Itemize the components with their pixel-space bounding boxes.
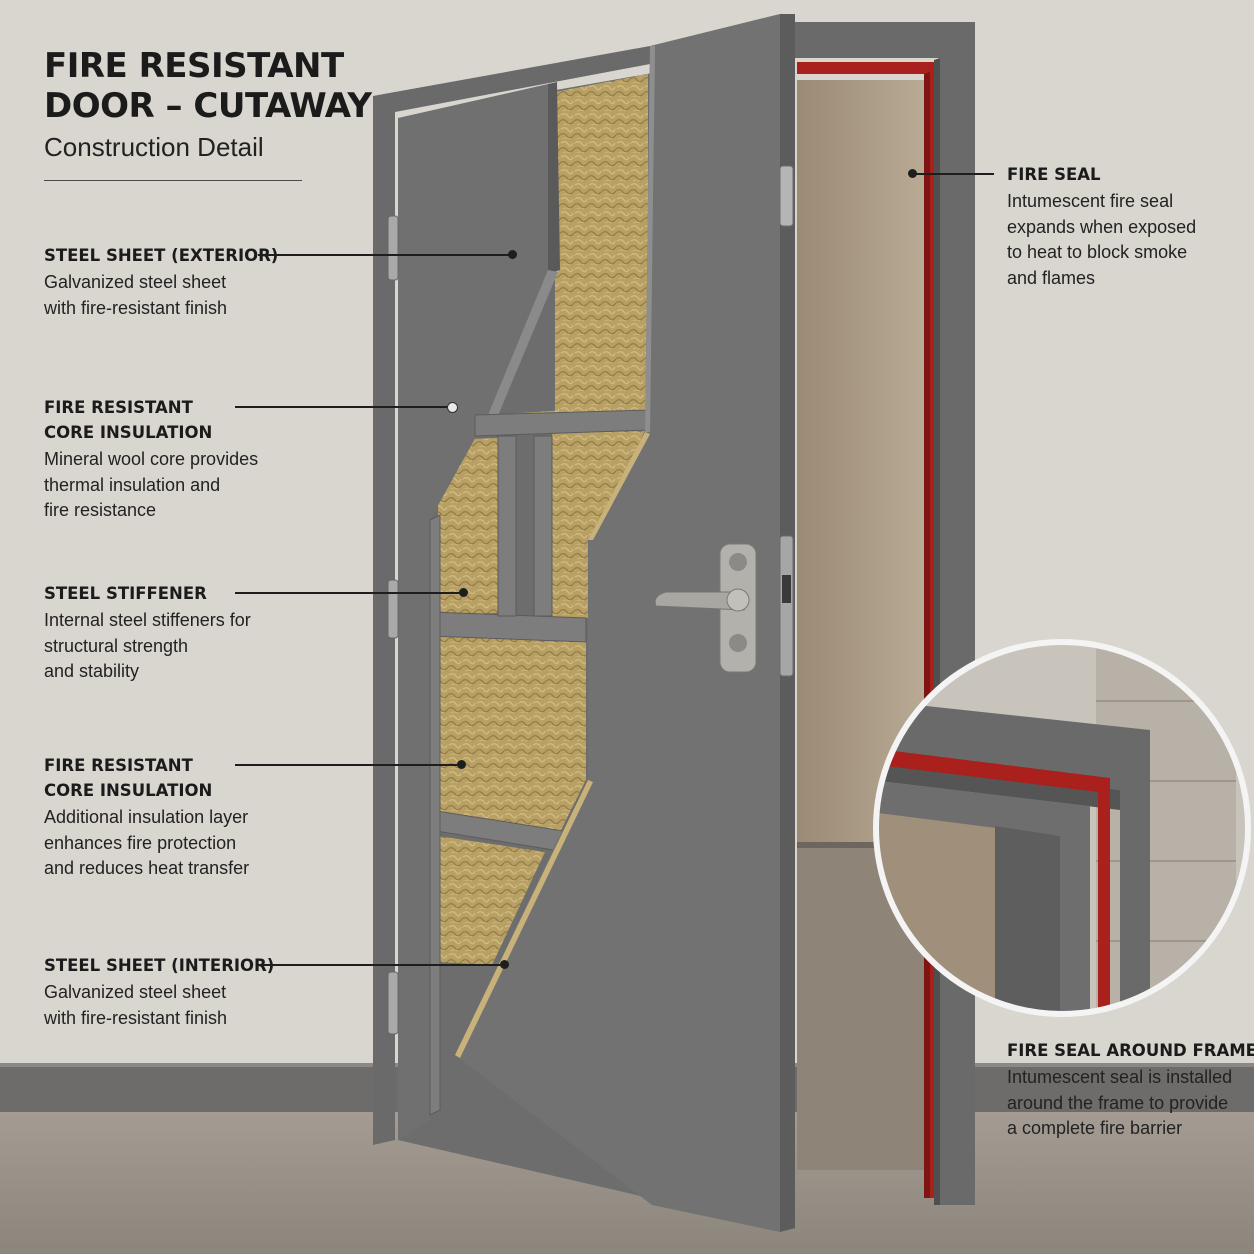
callout-title: FIRE RESISTANT bbox=[44, 398, 193, 417]
pointer-dot bbox=[457, 760, 466, 769]
door-exterior-face bbox=[455, 14, 795, 1232]
callout-desc-line: Galvanized steel sheet bbox=[44, 982, 227, 1002]
callout-desc-line: and stability bbox=[44, 661, 140, 681]
steel-stiffener-frame bbox=[429, 409, 651, 1116]
callout-desc-line: expands when exposed bbox=[1007, 216, 1197, 237]
callout-steel-exterior: STEEL SHEET (EXTERIOR) Galvanized steel … bbox=[44, 243, 278, 321]
page-subtitle: Construction Detail bbox=[44, 132, 264, 162]
callout-fire-seal: FIRE SEAL Intumescent fire seal expands … bbox=[1007, 162, 1196, 291]
callout-desc-line: Mineral wool core provides bbox=[44, 449, 259, 469]
callout-title: STEEL SHEET (INTERIOR) bbox=[44, 956, 275, 975]
callout-title: FIRE SEAL AROUND FRAME bbox=[1007, 1041, 1254, 1060]
callout-desc-line: a complete fire barrier bbox=[1007, 1118, 1183, 1138]
page-title: FIRE RESISTANT bbox=[44, 46, 344, 86]
callout-core-insulation-2: FIRE RESISTANT CORE INSULATION Additiona… bbox=[44, 753, 249, 882]
callout-steel-interior: STEEL SHEET (INTERIOR) Galvanized steel … bbox=[44, 953, 274, 1031]
callout-fire-seal-frame: FIRE SEAL AROUND FRAME Intumescent seal … bbox=[1007, 1038, 1254, 1142]
callout-desc-line: with fire-resistant finish bbox=[44, 297, 228, 318]
callout-title: FIRE SEAL bbox=[1007, 165, 1101, 184]
leader-line-steel-exterior bbox=[258, 254, 512, 256]
title-divider bbox=[44, 180, 302, 181]
pointer-dot bbox=[908, 169, 917, 178]
callout-desc-line: enhances fire protection bbox=[44, 832, 237, 853]
callout-desc-line: Galvanized steel sheet bbox=[44, 272, 227, 292]
leader-line-core-insulation-1 bbox=[235, 406, 451, 408]
pointer-dot bbox=[508, 250, 517, 259]
callout-desc-line: fire resistance bbox=[44, 500, 157, 520]
callout-core-insulation-1: FIRE RESISTANT CORE INSULATION Mineral w… bbox=[44, 395, 258, 524]
callout-desc-line: around the frame to provide bbox=[1007, 1092, 1229, 1113]
callout-desc-line: thermal insulation and bbox=[44, 474, 221, 495]
callout-desc-line: Additional insulation layer bbox=[44, 807, 249, 827]
door-frame bbox=[373, 22, 975, 1205]
pointer-dot bbox=[500, 960, 509, 969]
door-leaf bbox=[387, 14, 795, 1232]
hinges bbox=[387, 215, 399, 1035]
callout-desc-line: with fire-resistant finish bbox=[44, 1007, 228, 1028]
callout-desc-line: to heat to block smoke bbox=[1007, 242, 1188, 262]
callout-desc-line: and flames bbox=[1007, 267, 1096, 288]
door-handle bbox=[654, 543, 757, 673]
callout-title: STEEL STIFFENER bbox=[44, 584, 207, 603]
leader-line-steel-interior bbox=[258, 964, 504, 966]
callout-steel-stiffener: STEEL STIFFENER Internal steel stiffener… bbox=[44, 581, 251, 685]
page-title-line2: DOOR – CUTAWAY bbox=[44, 86, 372, 126]
callout-title-line2: CORE INSULATION bbox=[44, 423, 213, 442]
frame-seal-detail-magnifier bbox=[873, 639, 1251, 1017]
callout-desc-line: Intumescent seal is installed bbox=[1007, 1067, 1233, 1087]
leader-line-steel-stiffener bbox=[235, 592, 463, 594]
leader-line-core-insulation-2 bbox=[235, 764, 461, 766]
callout-desc-line: Internal steel stiffeners for bbox=[44, 610, 251, 630]
callout-desc-line: Intumescent fire seal bbox=[1007, 191, 1174, 211]
callout-desc-line: structural strength bbox=[44, 635, 189, 656]
callout-title-line2: CORE INSULATION bbox=[44, 781, 213, 800]
pointer-dot bbox=[459, 588, 468, 597]
pointer-dot bbox=[447, 402, 458, 413]
callout-title: FIRE RESISTANT bbox=[44, 756, 193, 775]
callout-desc-line: and reduces heat transfer bbox=[44, 858, 250, 878]
callout-title: STEEL SHEET (EXTERIOR) bbox=[44, 246, 279, 265]
leader-line-fire-seal bbox=[912, 173, 994, 175]
